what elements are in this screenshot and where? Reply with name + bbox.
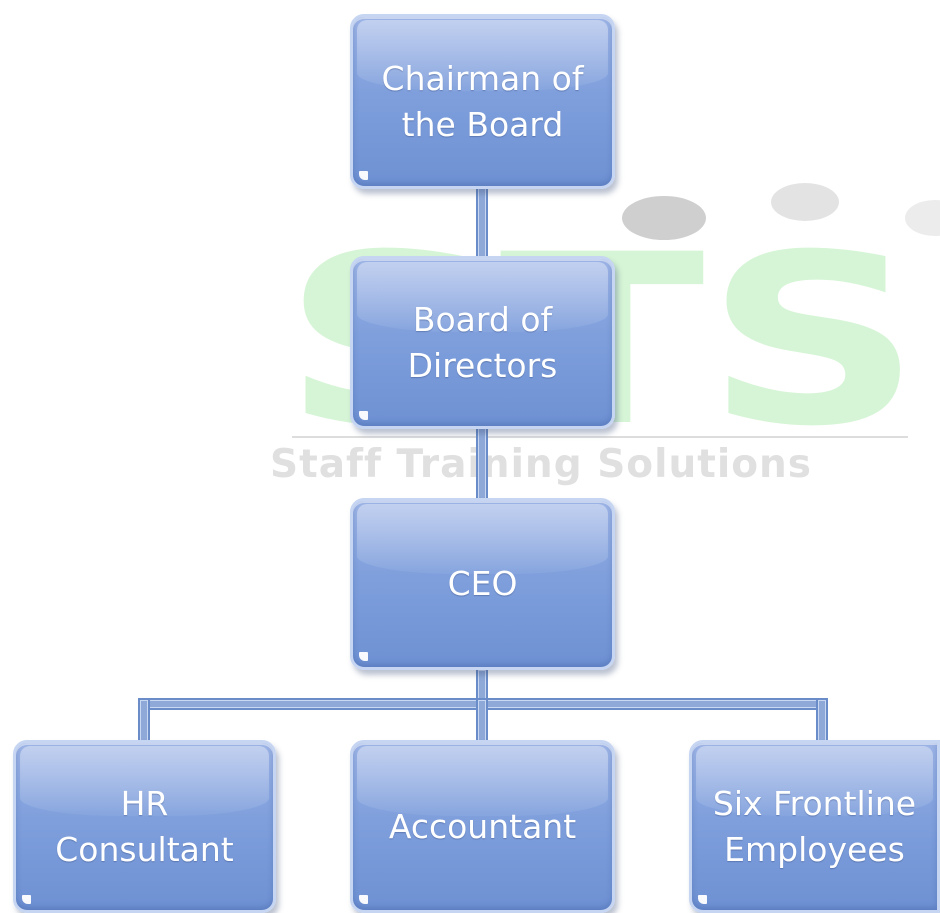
node-label: Six Frontline Employees <box>712 783 917 869</box>
logo-dot-mid <box>771 183 839 221</box>
corner-marker <box>698 895 707 904</box>
connector-to-accountant <box>476 698 488 744</box>
logo-rule <box>292 436 908 438</box>
connector-board-ceo <box>476 425 488 503</box>
node-label: HR Consultant <box>55 783 234 869</box>
connector-chairman-board <box>476 185 488 261</box>
node-ceo: CEO <box>350 498 615 670</box>
logo-tagline: Staff Training Solutions <box>270 442 812 487</box>
corner-marker <box>359 895 368 904</box>
node-label: Board of Directors <box>407 299 558 385</box>
node-hr-consultant: HR Consultant <box>13 740 276 913</box>
corner-marker <box>359 411 368 420</box>
node-label: Accountant <box>388 806 577 846</box>
corner-marker <box>359 171 368 180</box>
logo-dot-light <box>905 200 940 236</box>
node-accountant: Accountant <box>350 740 615 913</box>
connector-to-hr <box>138 698 150 744</box>
node-six-frontline-employees: Six Frontline Employees <box>689 740 940 913</box>
corner-marker <box>22 895 31 904</box>
node-board-of-directors: Board of Directors <box>350 256 615 429</box>
node-chairman-of-the-board: Chairman of the Board <box>350 14 615 189</box>
logo-dot-dark <box>622 196 706 240</box>
node-label: Chairman of the Board <box>381 58 584 144</box>
corner-marker <box>359 652 368 661</box>
node-label: CEO <box>447 564 518 603</box>
connector-to-frontline <box>816 698 828 744</box>
